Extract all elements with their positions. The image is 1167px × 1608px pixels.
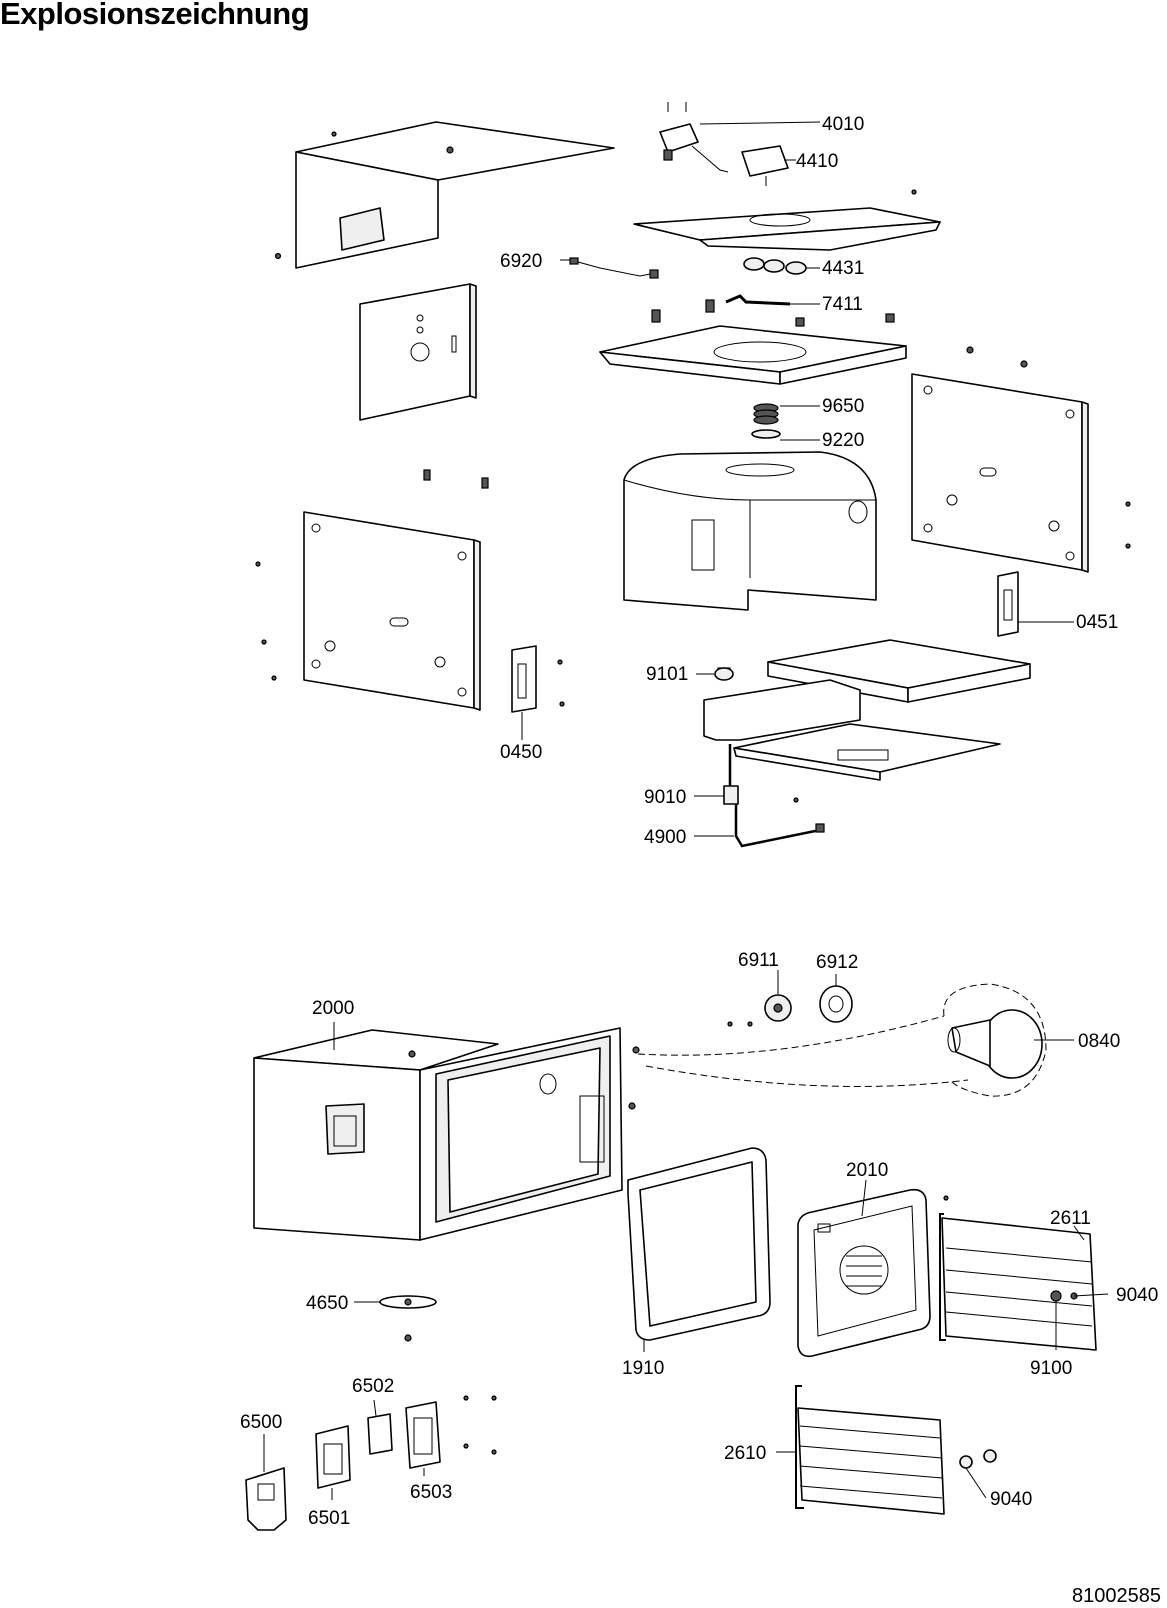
label-7411: 7411	[822, 294, 863, 315]
lower-plate-part	[599, 313, 907, 385]
label-2610: 2610	[724, 1443, 766, 1464]
label-4010: 4010	[822, 114, 864, 135]
upper-plate-part	[633, 189, 941, 251]
label-9220: 9220	[822, 430, 864, 451]
oven-rack-left-part	[795, 1385, 997, 1515]
label-4650: 4650	[306, 1293, 348, 1314]
label-0451: 0451	[1076, 612, 1118, 633]
oven-rack-right-part	[939, 1213, 1097, 1351]
document-number: 81002585	[1072, 1585, 1161, 1607]
power-cable-part	[723, 744, 825, 848]
back-panel-part	[797, 1188, 949, 1358]
spring-part	[751, 403, 781, 439]
label-6503: 6503	[410, 1482, 452, 1503]
label-4431: 4431	[822, 258, 864, 279]
right-panel-part	[911, 346, 1131, 573]
label-6912: 6912	[816, 952, 858, 973]
label-9650: 9650	[822, 396, 864, 417]
page-title: Explosionszeichnung	[0, 0, 310, 31]
thermostat-part	[659, 102, 789, 186]
connector-part	[743, 257, 807, 275]
oven-hood-part	[623, 451, 877, 611]
label-9010: 9010	[644, 787, 686, 808]
label-9040-bottom: 9040	[990, 1489, 1032, 1510]
bottom-plate-part	[379, 1295, 437, 1342]
lamp-parts	[245, 1395, 497, 1531]
label-9101: 9101	[646, 664, 688, 685]
label-4410: 4410	[796, 151, 838, 172]
label-2010: 2010	[846, 1160, 888, 1181]
label-4900: 4900	[644, 827, 686, 848]
oven-cavity-part	[253, 1027, 640, 1241]
leader-lines	[263, 121, 1109, 1500]
knob-parts	[637, 983, 1047, 1097]
label-6920: 6920	[500, 251, 542, 272]
label-6500: 6500	[240, 1412, 282, 1433]
label-2000: 2000	[312, 998, 354, 1019]
label-1910: 1910	[622, 1358, 664, 1379]
label-6501: 6501	[308, 1508, 350, 1529]
top-cover-part	[274, 121, 615, 269]
label-9040-right: 9040	[1116, 1285, 1158, 1306]
control-box-part	[703, 639, 1031, 803]
rod-part	[651, 294, 791, 323]
insulation-panel-part	[359, 283, 477, 421]
bracket-right-part	[997, 571, 1019, 637]
bracket-left-part	[511, 645, 565, 713]
part-labels: 4010 4410 6920 4431 7411 9650 9220 0451 …	[240, 114, 1158, 1529]
label-0840: 0840	[1078, 1031, 1120, 1052]
label-0450: 0450	[500, 742, 542, 763]
label-6911: 6911	[738, 950, 779, 971]
left-panel-part	[255, 469, 489, 711]
door-seal-part	[627, 1147, 771, 1341]
wire-part	[569, 257, 659, 279]
label-2611: 2611	[1050, 1208, 1091, 1229]
label-6502: 6502	[352, 1376, 394, 1397]
nut-part	[714, 667, 734, 681]
label-9100: 9100	[1030, 1358, 1072, 1379]
